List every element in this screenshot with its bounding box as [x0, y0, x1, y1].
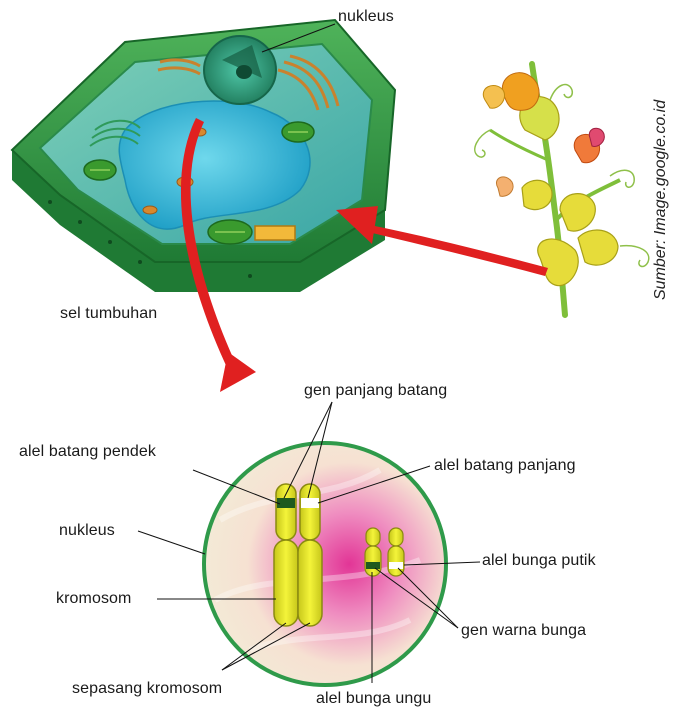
chloroplast-3 [208, 220, 252, 244]
chloroplast-2 [282, 122, 314, 142]
plant-illustration [475, 64, 649, 315]
label-nucleus: nukleus [59, 522, 115, 540]
long-stem-allele-band [301, 498, 319, 508]
plant-cell [12, 20, 395, 292]
label-gene-stem-length: gen panjang batang [304, 382, 447, 400]
chromosome-right [298, 484, 322, 626]
purple-flower-allele-band [366, 562, 380, 569]
label-cell-nucleus: nukleus [338, 8, 394, 26]
label-allele-short-stem: alel batang pendek [19, 443, 156, 461]
label-chromosome: kromosom [56, 590, 131, 608]
chloroplast-1 [84, 160, 116, 180]
label-allele-white-flower: alel bunga putik [482, 552, 596, 570]
label-gene-flower-color: gen warna bunga [461, 622, 586, 640]
plasmodesma [255, 226, 295, 240]
plant-leaves [520, 97, 618, 286]
source-credit-text: Sumber: Image.google.co.id [652, 100, 670, 300]
label-allele-purple-flower: alel bunga ungu [316, 690, 431, 708]
small-chromosome-right [388, 528, 404, 576]
label-plant-cell: sel tumbuhan [60, 305, 157, 323]
cell-nucleus [204, 36, 276, 104]
label-allele-long-stem: alel batang panjang [434, 457, 576, 475]
nucleus-circle [204, 443, 446, 685]
chromosome-left [274, 484, 298, 626]
short-stem-allele-band [277, 498, 295, 508]
label-chromosome-pair: sepasang kromosom [72, 680, 222, 698]
small-chromosome-left [365, 528, 381, 576]
plant-tendrils [475, 85, 649, 267]
white-flower-allele-band [389, 562, 403, 569]
